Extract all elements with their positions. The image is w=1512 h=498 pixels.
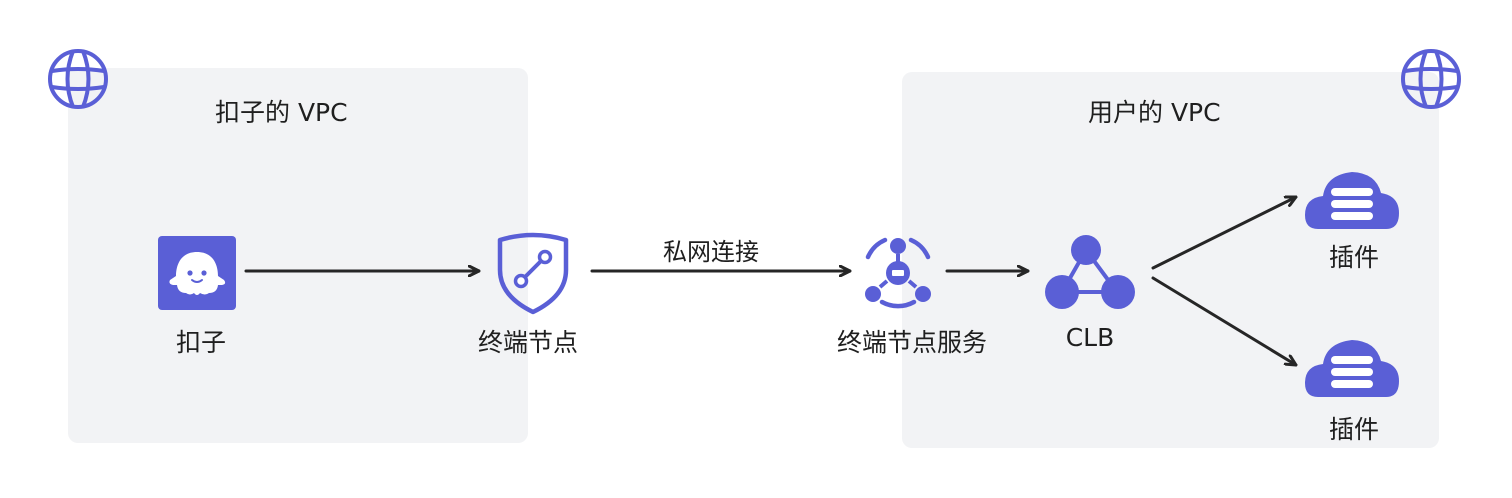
- coze-label: 扣子: [175, 328, 227, 357]
- cloud-server-icon: [1305, 172, 1399, 229]
- clb-label: CLB: [1065, 323, 1115, 352]
- user-vpc-title: 用户的 VPC: [1088, 98, 1221, 127]
- globe-icon: [48, 49, 108, 109]
- plugin-bottom-label: 插件: [1328, 415, 1380, 444]
- cloud-server-icon: [1305, 340, 1399, 397]
- coze-vpc-title: 扣子的 VPC: [215, 98, 348, 127]
- arrow-clb-to-plugin-top: [1151, 197, 1298, 270]
- plugin-top-label: 插件: [1328, 243, 1380, 272]
- arrow-clb-to-plugin-bottom: [1151, 276, 1298, 367]
- ghost-icon: [158, 236, 236, 310]
- endpoint-service-label: 终端节点服务: [836, 328, 988, 357]
- shield-link-icon: [497, 232, 569, 315]
- hub-icon: [865, 237, 931, 309]
- private-link-label: 私网连接: [663, 238, 759, 266]
- triangle-network-icon: [1045, 235, 1135, 309]
- endpoint-label: 终端节点: [477, 328, 579, 357]
- coze-vpc-panel: [68, 68, 528, 443]
- globe-icon: [1401, 49, 1461, 109]
